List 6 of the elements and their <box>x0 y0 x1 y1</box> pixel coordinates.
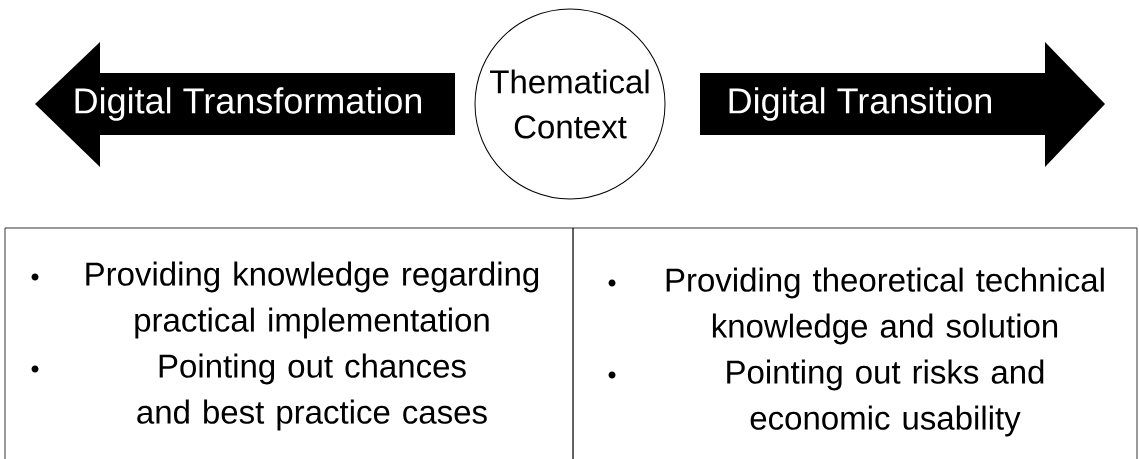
table-cell <box>572 227 1138 459</box>
list-item: Providing knowledge regarding practical implementation <box>86 261 539 339</box>
list-item: Providing theoretical technical knowledge and solution <box>666 267 1104 345</box>
table-cell <box>4 227 574 459</box>
list-item: Pointing out risks and economic usability <box>727 359 1044 437</box>
list-item: Pointing out chances and best practice cases <box>137 353 487 431</box>
